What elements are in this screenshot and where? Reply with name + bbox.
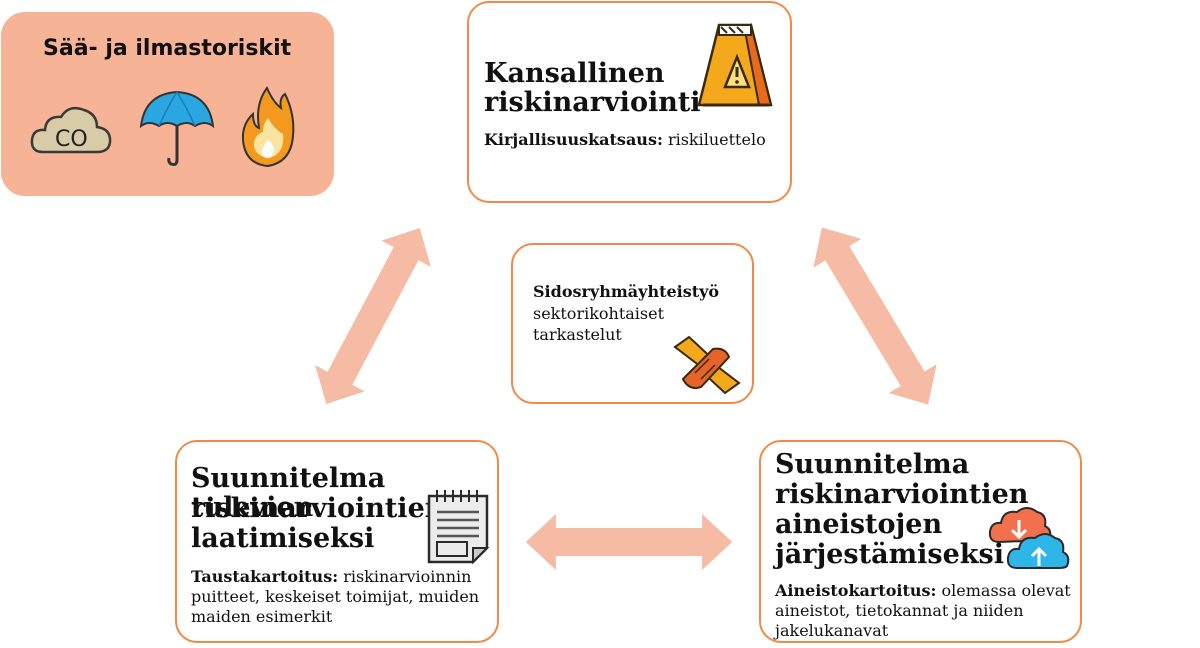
data-desc-line3: jakelukanavat <box>775 621 889 640</box>
national-risk-assessment-box: Kansallinen riskinarviointi Kirjallisuus… <box>467 1 792 203</box>
future-title-line3: laatimiseksi <box>191 523 375 554</box>
national-desc-label: Kirjallisuuskatsaus: <box>484 130 663 149</box>
data-title-line3: aineistojen <box>775 509 943 540</box>
future-desc-text1: riskinarvioinnin <box>338 567 472 586</box>
arrow-right-diagonal <box>797 213 953 419</box>
stakeholder-title: Sidosryhmäyhteistyö <box>533 282 720 301</box>
notepad-icon <box>427 490 490 564</box>
data-desc-text1: olemassa olevat <box>936 581 1071 600</box>
national-desc-text: riskiluettelo <box>662 130 766 149</box>
co-label: CO <box>55 127 88 152</box>
future-desc-line2: puitteet, keskeiset toimijat, muiden <box>191 587 480 606</box>
handshake-icon <box>673 335 741 395</box>
future-desc-line3: maiden esimerkit <box>191 607 333 626</box>
data-title-line4: järjestämiseksi <box>775 539 1004 570</box>
stakeholder-cooperation-box: Sidosryhmäyhteistyö sektorikohtaiset tar… <box>511 243 754 404</box>
stakeholder-line1: sektorikohtaiset <box>533 304 665 323</box>
national-title-line2: riskinarviointi <box>484 87 701 118</box>
stakeholder-line2: tarkastelut <box>533 325 622 344</box>
data-organization-plan-box: Suunnitelma riskinarviointien aineistoje… <box>759 440 1082 643</box>
weather-risks-box: Sää- ja ilmastoriskit CO <box>1 12 334 196</box>
data-title-line2: riskinarviointien <box>775 479 1029 510</box>
national-description: Kirjallisuuskatsaus: riskiluettelo <box>484 130 766 149</box>
data-title-line1: Suunnitelma <box>775 449 970 480</box>
caution-sign-icon <box>697 23 773 107</box>
data-desc-line2: aineistot, tietokannat ja niiden <box>775 601 1024 620</box>
data-desc-label: Aineistokartoitus: <box>775 581 937 600</box>
weather-risks-title: Sää- ja ilmastoriskit <box>43 36 292 61</box>
data-desc-line1: Aineistokartoitus: olemassa olevat <box>775 581 1071 600</box>
future-title-line1: Suunnitelma tulevien <box>191 463 386 523</box>
fire-icon <box>241 86 295 168</box>
future-title-line2: riskinarviointien <box>191 493 445 524</box>
future-desc-label: Taustakartoitus: <box>191 567 339 586</box>
future-desc-line1: Taustakartoitus: riskinarvioinnin <box>191 567 471 586</box>
umbrella-icon <box>139 90 215 166</box>
cloud-sync-icon <box>988 507 1070 569</box>
future-assessments-plan-box: Suunnitelma tulevien riskinarviointien l… <box>175 440 499 643</box>
arrow-horizontal <box>525 514 733 570</box>
national-title-line1: Kansallinen <box>484 58 665 89</box>
arrow-left-diagonal <box>301 214 445 418</box>
co-cloud-icon: CO <box>30 106 112 154</box>
